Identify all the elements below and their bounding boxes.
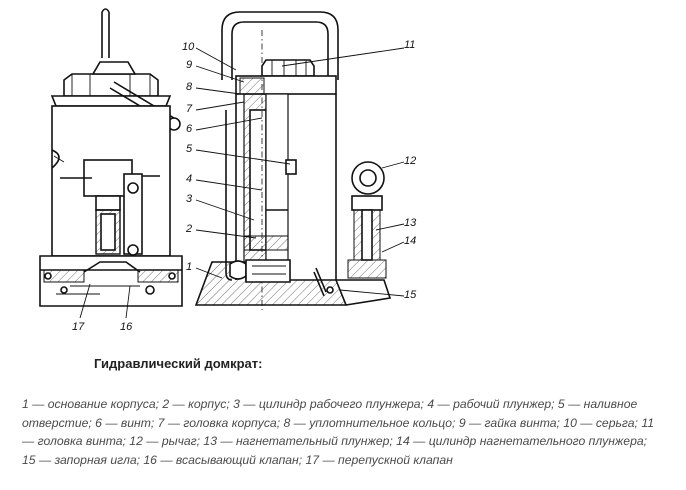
jack-section-view [194, 11, 392, 310]
hydraulic-jack-diagram: 10 9 8 7 6 5 4 3 2 1 11 12 13 14 15 17 1… [39, 8, 417, 333]
label-16: 16 [120, 321, 133, 333]
label-10: 10 [182, 41, 195, 53]
label-7: 7 [186, 103, 193, 115]
label-3: 3 [186, 193, 193, 205]
label-2: 2 [185, 223, 192, 235]
label-9: 9 [186, 59, 192, 71]
part-labels: 10 9 8 7 6 5 4 3 2 1 11 12 13 14 15 17 1… [72, 39, 417, 333]
diagram-caption: 1 — основание корпуса; 2 — корпус; 3 — ц… [22, 397, 654, 467]
label-11: 11 [404, 39, 415, 51]
label-6: 6 [186, 123, 193, 135]
label-14: 14 [404, 235, 416, 247]
label-1: 1 [186, 261, 192, 273]
label-12: 12 [404, 155, 416, 167]
label-4: 4 [186, 173, 192, 185]
label-5: 5 [186, 143, 193, 155]
diagram-title: Гидравлический домкрат: [94, 356, 263, 371]
label-8: 8 [186, 81, 193, 93]
label-15: 15 [404, 289, 417, 301]
label-13: 13 [404, 217, 417, 229]
jack-exterior-view [39, 8, 183, 307]
leader-lines [79, 47, 405, 319]
label-17: 17 [72, 321, 85, 333]
